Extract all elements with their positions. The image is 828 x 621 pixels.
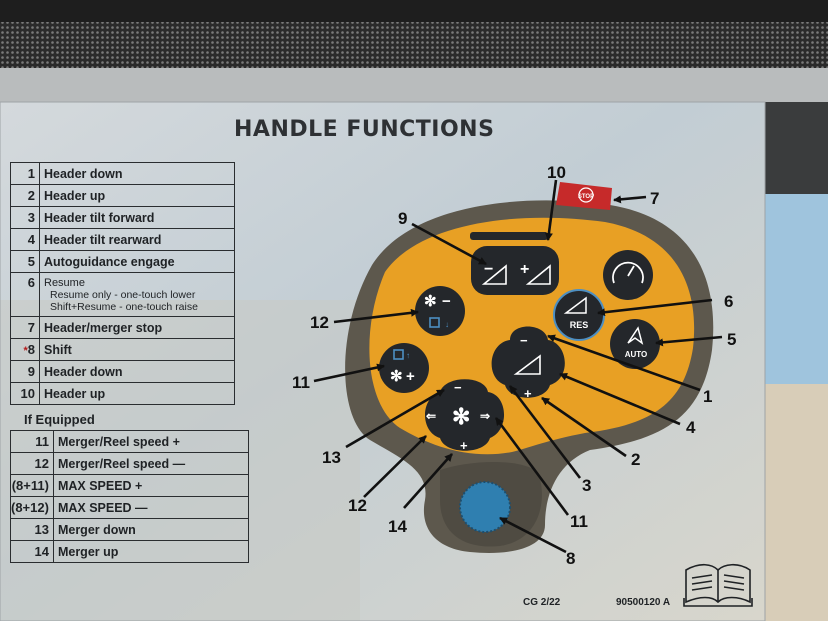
function-subtext: Resume only - one-touch lower <box>50 289 196 301</box>
resume-label: RES <box>570 320 589 330</box>
merger-pad[interactable]: − ✻ ⇐ ⇒ + <box>425 379 505 453</box>
callout-number: 5 <box>727 330 736 349</box>
function-label: Header tilt rearward <box>39 228 235 251</box>
function-label: Resume <box>44 277 85 289</box>
callout-number: 1 <box>703 387 712 406</box>
page-title: HANDLE FUNCTIONS <box>234 117 495 142</box>
callout-number: 4 <box>686 418 696 437</box>
header-tilt-icon <box>481 264 507 285</box>
reel-speed-minus-button[interactable]: ✻ − ↓ <box>415 286 465 336</box>
header-tilt-icon <box>513 354 541 375</box>
table-row: (8+11)MAX SPEED + <box>10 474 249 497</box>
function-number: 14 <box>10 540 54 563</box>
down-arrow-icon: ↓ <box>445 320 449 329</box>
callout-number: 8 <box>566 549 575 568</box>
minus-icon: − <box>520 333 528 348</box>
reel-icon: ✻ <box>452 404 470 429</box>
function-number: 12 <box>10 452 54 475</box>
callout-number: 13 <box>322 448 341 467</box>
reel-speed-plus-button[interactable]: ↑ ✻ + <box>379 343 429 393</box>
callout-lines <box>313 179 723 554</box>
callout-number: 11 <box>292 373 310 392</box>
header-tilt-pad[interactable]: − + <box>491 326 565 402</box>
callout-number: 9 <box>398 209 407 228</box>
stop-button[interactable]: STOP <box>556 182 612 210</box>
callout-number: 14 <box>388 517 407 536</box>
reel-icon: ✻ <box>390 368 403 385</box>
table-row: 6 Resume Resume only - one-touch lower S… <box>10 272 235 317</box>
shift-marker: * <box>23 345 28 357</box>
plus-icon: + <box>520 261 529 278</box>
callout-number: 11 <box>570 512 588 531</box>
merger-icon <box>429 317 440 328</box>
function-label: Merger up <box>52 540 249 563</box>
function-cell: Resume Resume only - one-touch lower Shi… <box>39 272 235 317</box>
operator-manual-icon <box>683 563 753 607</box>
function-label: Header down <box>39 360 235 383</box>
label-code: CG 2/22 <box>523 597 561 608</box>
speed-gauge-button[interactable] <box>603 250 653 300</box>
minus-icon: − <box>442 293 451 310</box>
reel-icon: ✻ <box>424 293 437 310</box>
stop-label: STOP <box>578 194 594 200</box>
callout-number: 10 <box>547 163 566 182</box>
callout-number: 12 <box>310 313 329 332</box>
function-label: MAX SPEED + <box>52 474 249 497</box>
callout-number: 12 <box>348 496 367 515</box>
function-label: Merger/Reel speed + <box>52 430 249 453</box>
resume-button[interactable]: RES <box>553 289 605 341</box>
minus-icon: − <box>484 261 493 278</box>
shift-button[interactable] <box>459 481 511 533</box>
callout-number: 6 <box>724 292 733 311</box>
function-label: Header up <box>39 382 235 405</box>
callout-number: 3 <box>582 476 591 495</box>
plus-icon: + <box>406 368 415 385</box>
if-equipped-heading: If Equipped <box>24 412 95 427</box>
header-tilt-icon <box>525 264 551 285</box>
left-arrow-icon: ⇐ <box>426 409 436 423</box>
minus-icon: − <box>454 380 462 395</box>
right-arrow-icon: ⇒ <box>480 409 490 423</box>
autoguidance-icon <box>627 326 644 345</box>
header-up-down-rocker[interactable]: − + <box>470 232 559 295</box>
callout-number: 2 <box>631 450 640 469</box>
auto-button[interactable]: AUTO <box>610 319 660 369</box>
plus-icon: + <box>460 438 468 453</box>
plus-icon: + <box>524 386 532 401</box>
gauge-icon <box>612 261 644 284</box>
function-label: Merger/Reel speed — <box>52 452 249 475</box>
up-arrow-icon: ↑ <box>406 351 410 360</box>
function-subtext: Shift+Resume - one-touch raise <box>50 301 198 313</box>
table-row: (8+12)MAX SPEED — <box>10 496 249 519</box>
function-label: Header up <box>39 184 235 207</box>
merger-icon <box>393 349 404 360</box>
part-number: 90500120 A <box>616 597 671 608</box>
auto-label: AUTO <box>625 350 648 359</box>
callout-number: 7 <box>650 189 659 208</box>
function-number: 8 <box>27 342 35 357</box>
header-tilt-icon <box>563 296 587 314</box>
